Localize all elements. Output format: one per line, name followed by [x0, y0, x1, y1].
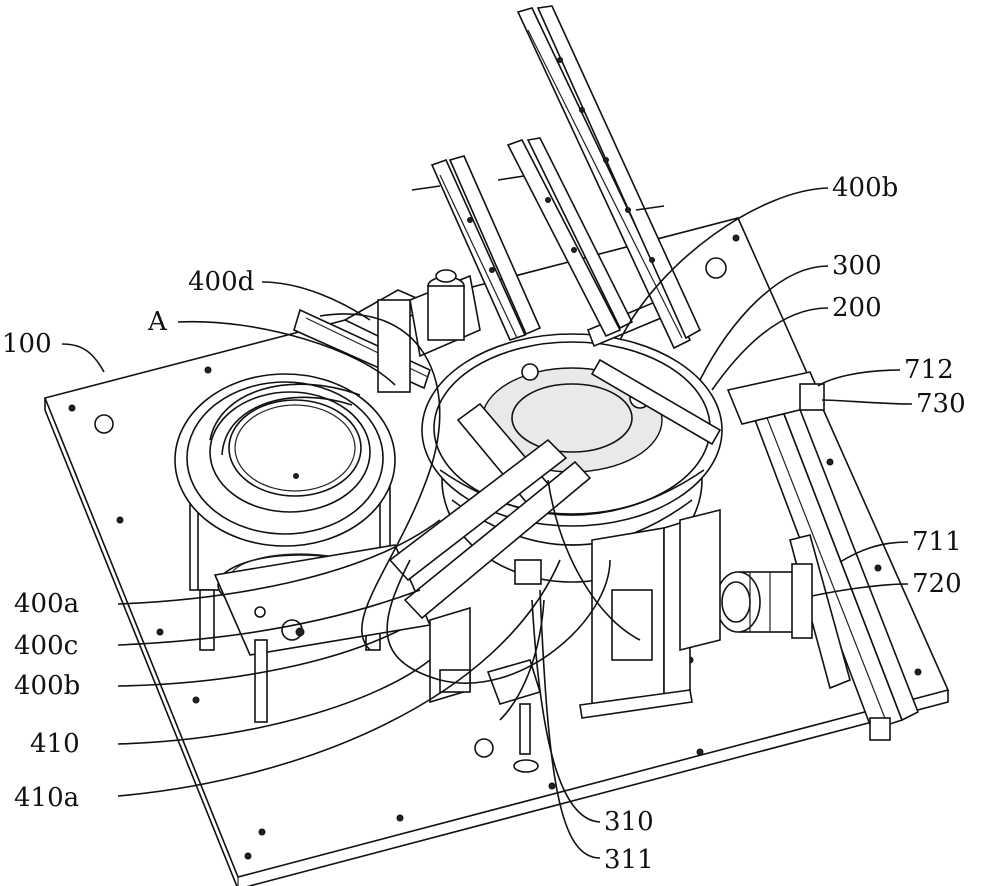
label-730: 730: [916, 389, 966, 419]
cylinder-400d: [343, 269, 481, 393]
label-712: 712: [904, 355, 954, 385]
label-410a: 410a: [14, 783, 79, 813]
servo-motor: [715, 563, 813, 639]
label-300: 300: [832, 251, 882, 281]
rail-holes: [467, 57, 655, 273]
reference-labels: 100 A 400d 400b 300 200 712 730 711 720 …: [2, 173, 966, 875]
label-A: A: [147, 307, 168, 337]
label-400c: 400c: [14, 631, 78, 661]
label-400a: 400a: [14, 589, 79, 619]
label-410: 410: [30, 729, 80, 759]
leader-lines: [61, 187, 913, 859]
label-311: 311: [604, 845, 654, 875]
linear-module: [726, 371, 920, 741]
label-200: 200: [832, 293, 882, 323]
label-400b-bottom: 400b: [14, 671, 80, 701]
bowl-support: [213, 544, 432, 723]
label-720: 720: [912, 569, 962, 599]
label-400b-top: 400b: [832, 173, 898, 203]
label-310: 310: [604, 807, 654, 837]
label-100: 100: [2, 329, 52, 359]
label-711: 711: [912, 527, 962, 557]
label-400d: 400d: [188, 267, 254, 297]
cable-loops: [319, 313, 641, 721]
feed-rails: [411, 5, 702, 350]
